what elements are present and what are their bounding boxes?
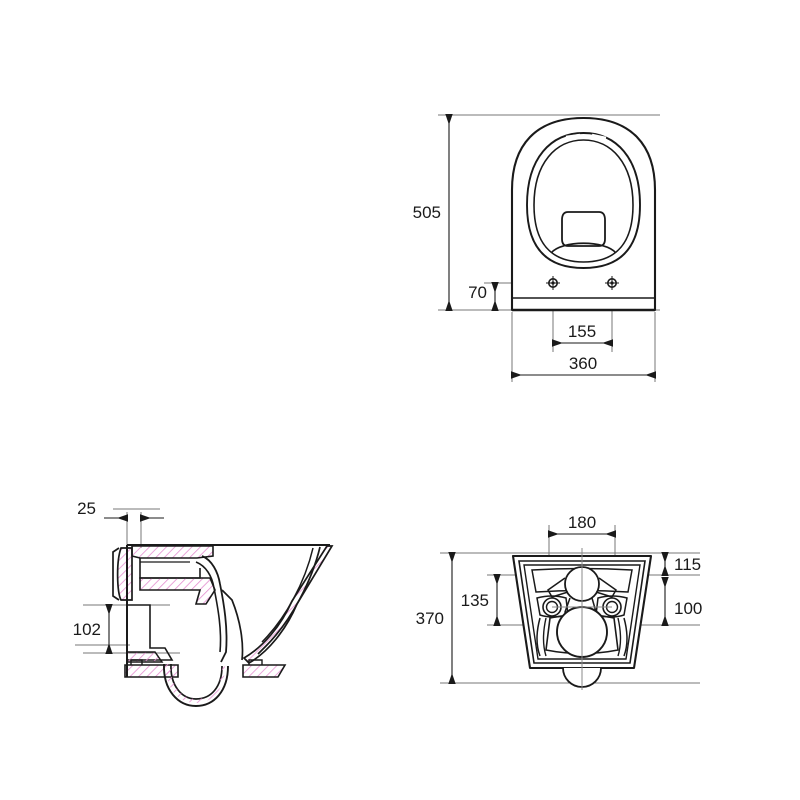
section-view-base-notch [130,659,143,665]
rear-view: 180 370 135 115 100 [416,513,702,690]
dimension-505: 505 [413,113,453,312]
section-view-trap-hatch [165,664,225,703]
front-view-rim-gap-left [565,133,581,139]
front-view-drain-opening [561,211,606,247]
front-view-rim-inner [533,139,634,263]
section-view-bowl-inner-right [257,546,321,655]
dimension-70-label: 70 [468,283,487,302]
section-view-wall-face [112,547,120,601]
section-view-rim-block-hatch [131,545,214,559]
dimension-115: 115 [661,551,701,577]
dimension-100-label: 100 [674,599,702,618]
rear-view-center-lines [552,548,612,690]
front-view: 505 70 155 360 [413,113,660,382]
front-view-rim-gap-right [591,133,607,140]
dimension-360: 360 [510,354,657,379]
rear-view-upper-recess [531,567,633,593]
dimension-135-label: 135 [461,591,489,610]
section-view-descending-rib [221,589,244,661]
dimension-505-label: 505 [413,203,441,222]
rear-view-rib-right2 [617,617,622,657]
dimension-370-label: 370 [416,609,444,628]
rear-view-web-right-upper [595,577,617,598]
rear-view-rib-left [536,617,541,657]
dimension-100: 100 [661,576,702,627]
dimension-102-label: 102 [73,620,101,639]
dimension-370: 370 [416,551,456,685]
section-view-right-foot-hatch [242,664,287,678]
rear-view-outer-outline-inner [518,560,646,664]
dimension-25: 25 [77,499,164,522]
dimension-360-label: 360 [569,354,597,373]
dimension-102: 102 [73,603,113,655]
front-view-rim-outer [526,132,641,269]
dimension-155: 155 [551,322,614,347]
section-view-bowl-inner-right2 [261,547,314,643]
section-view-flange-hatch [116,547,133,601]
dimension-180-label: 180 [568,513,596,532]
dimension-135: 135 [461,573,501,627]
dimension-70: 70 [468,281,499,312]
front-view-bolt-hole-right [605,276,619,290]
section-view: 25 102 [73,499,334,707]
section-view-siphon-tube-inner [195,561,222,653]
section-view-right-foot-notch [248,659,263,665]
dimension-180: 180 [547,513,617,538]
section-view-siphon-tube [201,555,228,663]
rear-view-outer-outline-inner2 [523,564,641,660]
front-view-bowl-scoop [550,242,617,254]
section-view-trap-outer [163,663,229,707]
rear-view-web-left-upper [547,577,569,598]
dimension-155-label: 155 [568,322,596,341]
rear-view-rib-left2 [542,617,547,657]
front-view-body-outline [510,116,657,312]
front-view-bolt-hole-left [546,276,560,290]
dimension-25-label: 25 [77,499,96,518]
rear-view-rib-right [623,617,628,657]
dimension-115-label: 115 [674,555,701,574]
section-view-mid-rib-hatch [139,577,216,605]
